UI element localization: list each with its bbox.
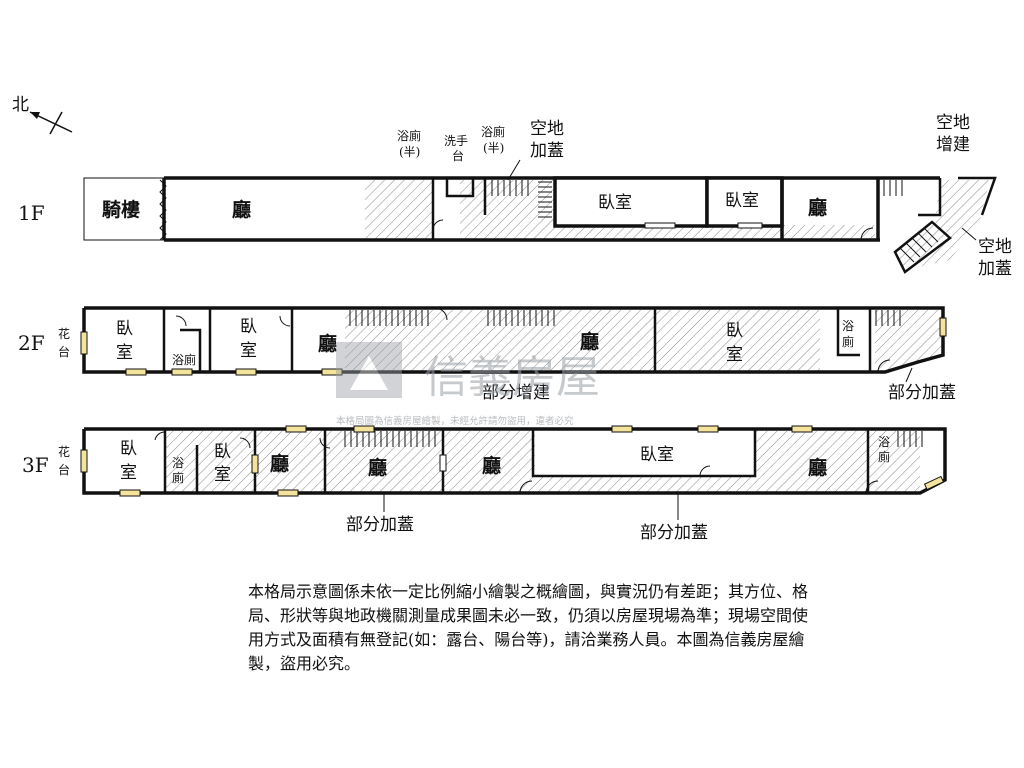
hall-3f-3: 廳: [482, 454, 501, 477]
bedroom-1f-1: 臥室: [598, 193, 632, 213]
open-space-cover-line2: 加蓋: [530, 141, 564, 161]
washbasin-line2: 台: [452, 148, 464, 163]
floor-label-2f: 2F: [18, 331, 45, 355]
bath-2f: 浴廁: [172, 352, 196, 367]
partial-extension-2f: 部分增建: [482, 383, 550, 403]
floor-3-plan: 花 台 臥 室 浴 廁 臥 室 廳 廳 廳 臥室 廳 浴 廁 部分加蓋 部分加蓋: [58, 425, 947, 543]
hall-1f-rear: 廳: [808, 196, 827, 219]
bedroom-2f-3-line1: 臥: [726, 321, 743, 341]
watermark: 信義房屋 本格局圖為信義房屋繪製，未經允許請勿盜用，違者必究: [336, 342, 600, 427]
watermark-brand: 信義房屋: [424, 352, 600, 403]
floor-label-3f: 3F: [22, 453, 49, 477]
open-space-build-line1: 空地: [936, 113, 970, 133]
hall-2f-1: 廳: [318, 332, 337, 355]
bath-3f-line1: 浴: [172, 456, 184, 470]
open-space-cover-2-line1: 空地: [978, 237, 1012, 257]
floor-1-plan: 騎樓 廳 浴廁 (半) 洗手 台 浴廁 (半) 空地 加蓋 臥室 臥室 廳 空地…: [83, 113, 1012, 279]
bath-3f-line2: 廁: [172, 470, 184, 485]
bath-3f-rear-line1: 浴: [878, 435, 890, 449]
bedroom-2f-1-line2: 室: [116, 343, 133, 363]
watermark-notice: 本格局圖為信義房屋繪製，未經允許請勿盜用，違者必究: [336, 415, 574, 427]
bath-half-2-line1: 浴廁: [481, 124, 505, 139]
bath-half-2-line2: (半): [483, 141, 504, 155]
bath-2f-rear-line1: 浴: [842, 319, 854, 333]
balcony-2f-line1: 花: [58, 326, 70, 341]
compass-north-label: 北: [12, 95, 29, 115]
partial-cover-3f-1: 部分加蓋: [346, 515, 414, 535]
bath-half-1-line2: (半): [399, 145, 420, 159]
bedroom-2f-2-line1: 臥: [240, 317, 257, 337]
hall-3f-2: 廳: [368, 456, 387, 479]
bedroom-3f-2-line2: 室: [214, 465, 231, 485]
balcony-2f-line2: 台: [58, 344, 70, 359]
balcony-3f-line2: 台: [58, 462, 70, 477]
bedroom-3f-1-line1: 臥: [120, 439, 137, 459]
brand-logo-icon: [336, 342, 402, 398]
floor-label-1f: 1F: [18, 201, 45, 225]
disclaimer-text: 本格局示意圖係未依一定比例縮小繪製之概繪圖，與實況仍有差距；其方位、格局、形狀等…: [248, 582, 809, 673]
bedroom-2f-3-line2: 室: [726, 345, 743, 365]
open-space-build-line2: 增建: [936, 135, 970, 155]
balcony-3f-line1: 花: [58, 444, 70, 459]
hall-1f-main: 廳: [232, 198, 251, 221]
arcade-label: 騎樓: [102, 198, 140, 221]
bedroom-1f-2: 臥室: [725, 191, 759, 211]
open-space-cover-line1: 空地: [530, 119, 564, 139]
bedroom-3f-2-line1: 臥: [214, 442, 231, 462]
bedroom-2f-2-line2: 室: [240, 341, 257, 361]
bedroom-3f-3: 臥室: [640, 445, 674, 465]
floor-2-plan: 花 台 臥 室 浴廁 臥 室 廳 廳 臥 室 浴 廁 部分增建 部分加蓋: [58, 306, 956, 403]
washbasin-line1: 洗手: [444, 134, 468, 148]
bath-half-1-line1: 浴廁: [397, 128, 421, 143]
compass-north-icon: 北: [12, 95, 73, 135]
hall-3f-1: 廳: [270, 452, 289, 475]
partial-cover-2f: 部分加蓋: [888, 383, 956, 403]
bedroom-3f-1-line2: 室: [120, 463, 137, 483]
bath-3f-rear-line2: 廁: [878, 449, 890, 464]
bedroom-2f-1-line1: 臥: [116, 319, 133, 339]
hall-3f-4: 廳: [808, 456, 827, 479]
bath-2f-rear-line2: 廁: [842, 334, 854, 349]
open-space-cover-2-line2: 加蓋: [978, 259, 1012, 279]
partial-cover-3f-2: 部分加蓋: [640, 523, 708, 543]
hall-2f-2: 廳: [580, 330, 599, 353]
